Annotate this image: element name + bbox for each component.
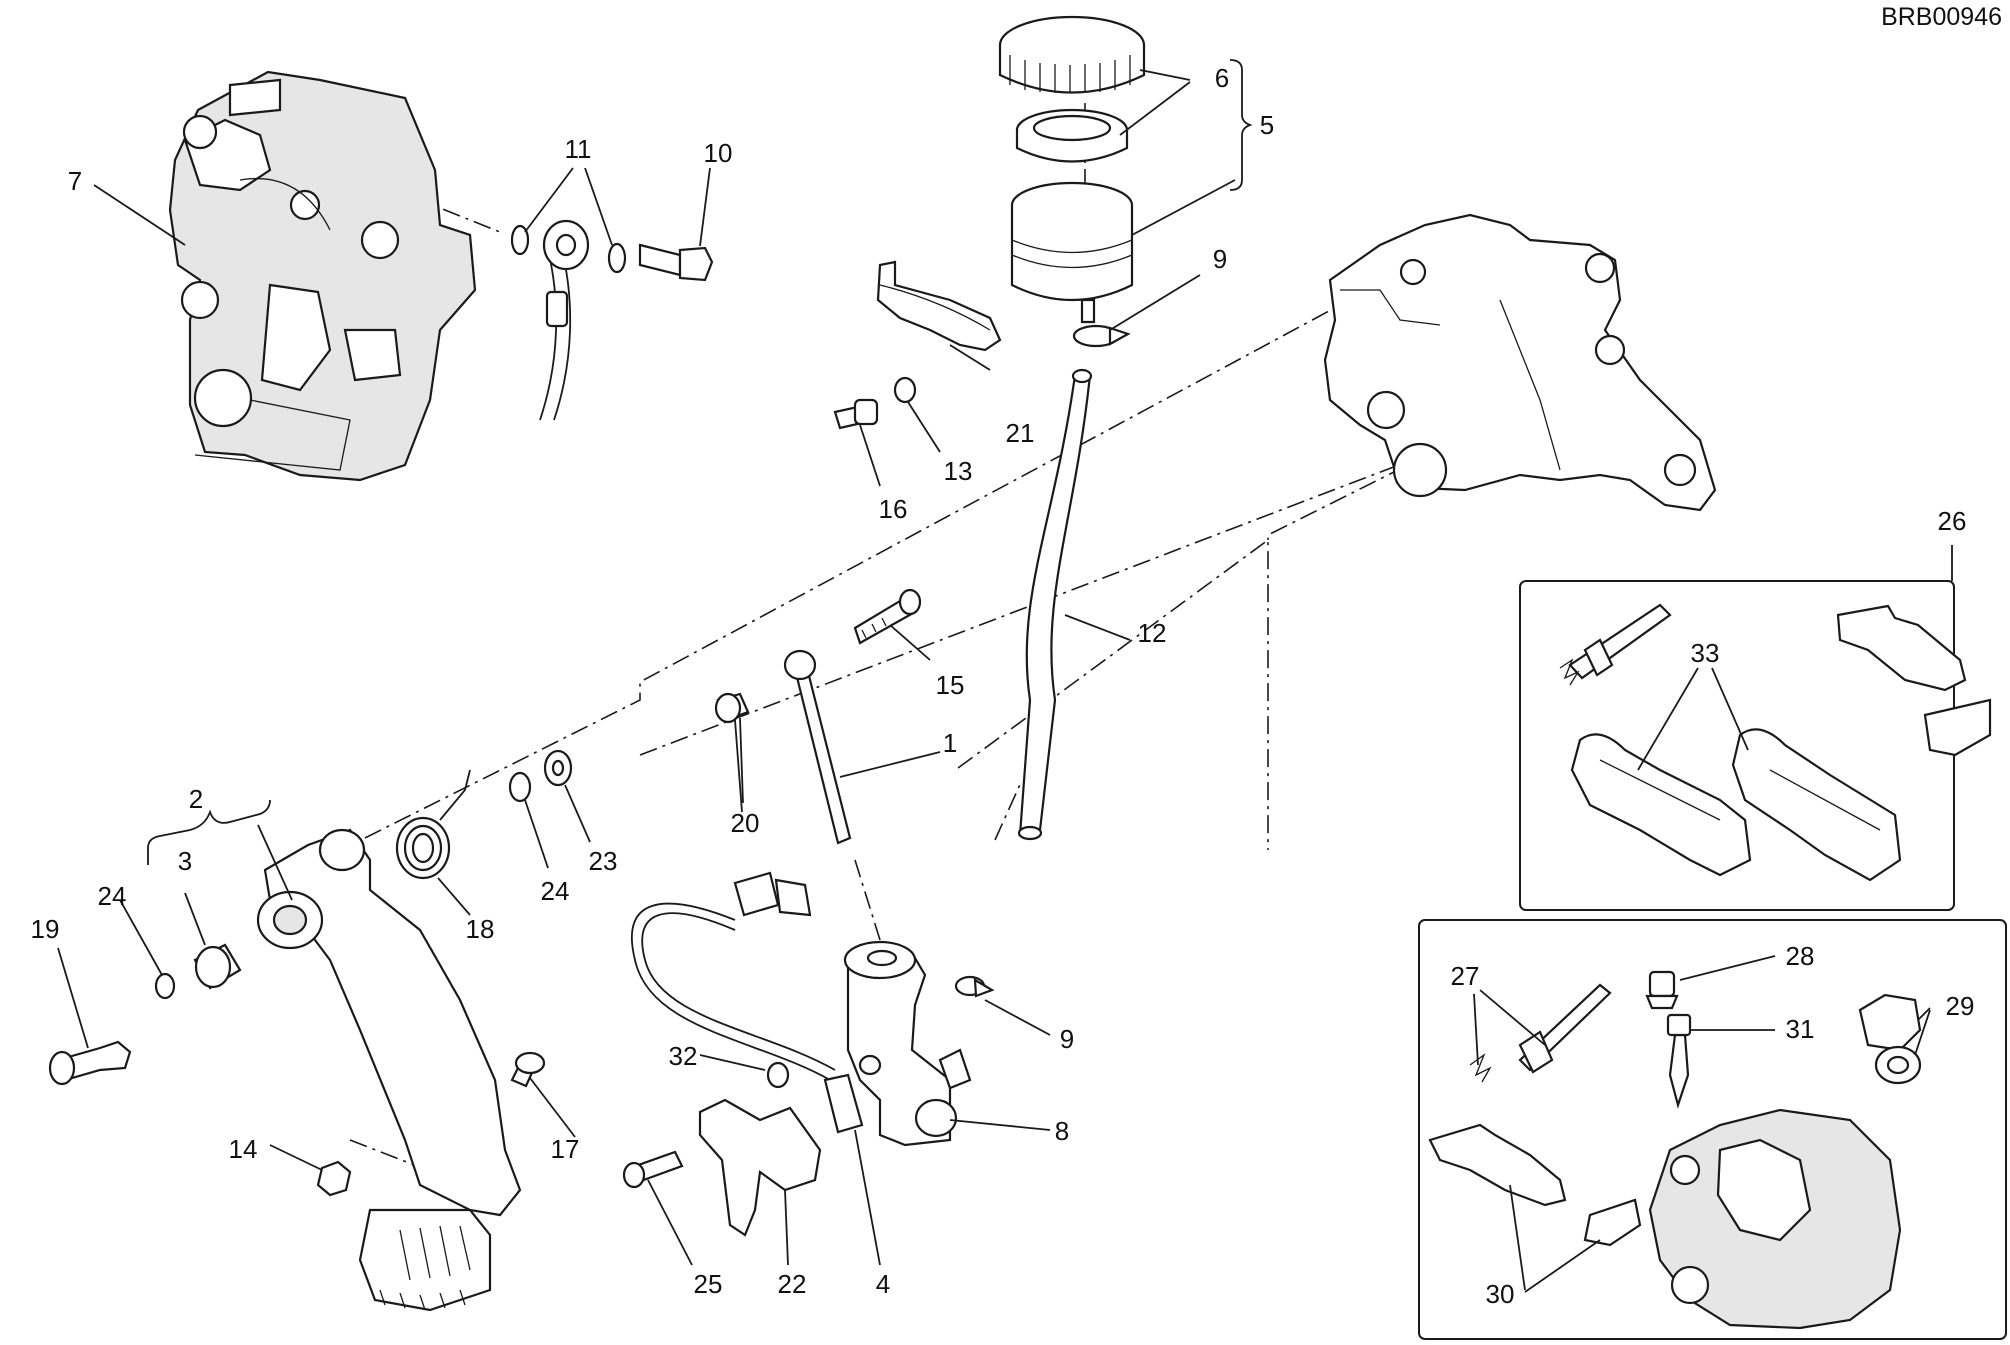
callout-22: 22 [778,1269,807,1299]
callout-13: 13 [944,456,973,486]
callout-21: 21 [1006,418,1035,448]
callout-9-lower: 9 [1060,1024,1074,1054]
callout-15: 15 [936,670,965,700]
master-cylinder-bracket [622,1061,822,1237]
spring-and-washers [395,692,750,880]
brake-light-switch-cable [630,871,864,1134]
callout-14: 14 [229,1134,258,1164]
pedal-pivot-parts [48,943,242,1086]
brake-fluid-reservoir [998,15,1146,324]
callout-24-upper: 24 [541,876,570,906]
callout-19: 19 [31,914,60,944]
diagram-code: BRB00946 [1881,3,2002,31]
callout-10: 10 [704,138,733,168]
kit-box-caliper [1418,919,2007,1340]
hose-clamp-lower [954,975,995,998]
callout-26: 26 [1938,506,1967,536]
reservoir-bracket [833,260,1002,430]
callout-27: 27 [1451,961,1480,991]
leader-lines [57,59,1953,1293]
callout-25: 25 [694,1269,723,1299]
callout-11: 11 [565,134,592,164]
callout-29: 29 [1946,991,1975,1021]
callout-3: 3 [178,846,192,876]
callout-17: 17 [551,1134,580,1164]
brake-caliper-main [168,70,477,482]
callout-9-upper: 9 [1213,244,1227,274]
callout-5: 5 [1260,110,1274,140]
callout-33: 33 [1691,638,1720,668]
callout-2: 2 [189,784,203,814]
callout-16: 16 [879,494,908,524]
callout-20: 20 [731,808,760,838]
callout-24-lower: 24 [98,881,127,911]
master-cylinder-pushrod [783,588,922,845]
callout-4: 4 [876,1269,890,1299]
callout-8: 8 [1055,1116,1069,1146]
kit-box-26 [1519,580,1992,911]
callout-numbers: 1 2 3 4 5 6 7 8 9 9 10 11 12 13 14 15 16… [31,63,1975,1309]
callout-6: 6 [1215,63,1229,93]
reservoir-hose [1017,368,1093,841]
callout-1: 1 [943,728,957,758]
callout-32: 32 [669,1041,698,1071]
pedal-stop-nut-bolt [316,1051,546,1197]
callout-7: 7 [68,166,82,196]
callout-30: 30 [1486,1279,1515,1309]
brake-pedal [256,828,522,1312]
frame-footrest-plate [1323,213,1717,512]
callout-28: 28 [1786,941,1815,971]
callout-12: 12 [1138,618,1167,648]
callout-23: 23 [589,846,618,876]
callout-31: 31 [1786,1014,1815,1044]
caliper-hose-banjo [510,219,714,421]
hose-clamp-upper [1072,324,1131,348]
callout-18: 18 [466,914,495,944]
rear-master-cylinder [843,940,972,1147]
